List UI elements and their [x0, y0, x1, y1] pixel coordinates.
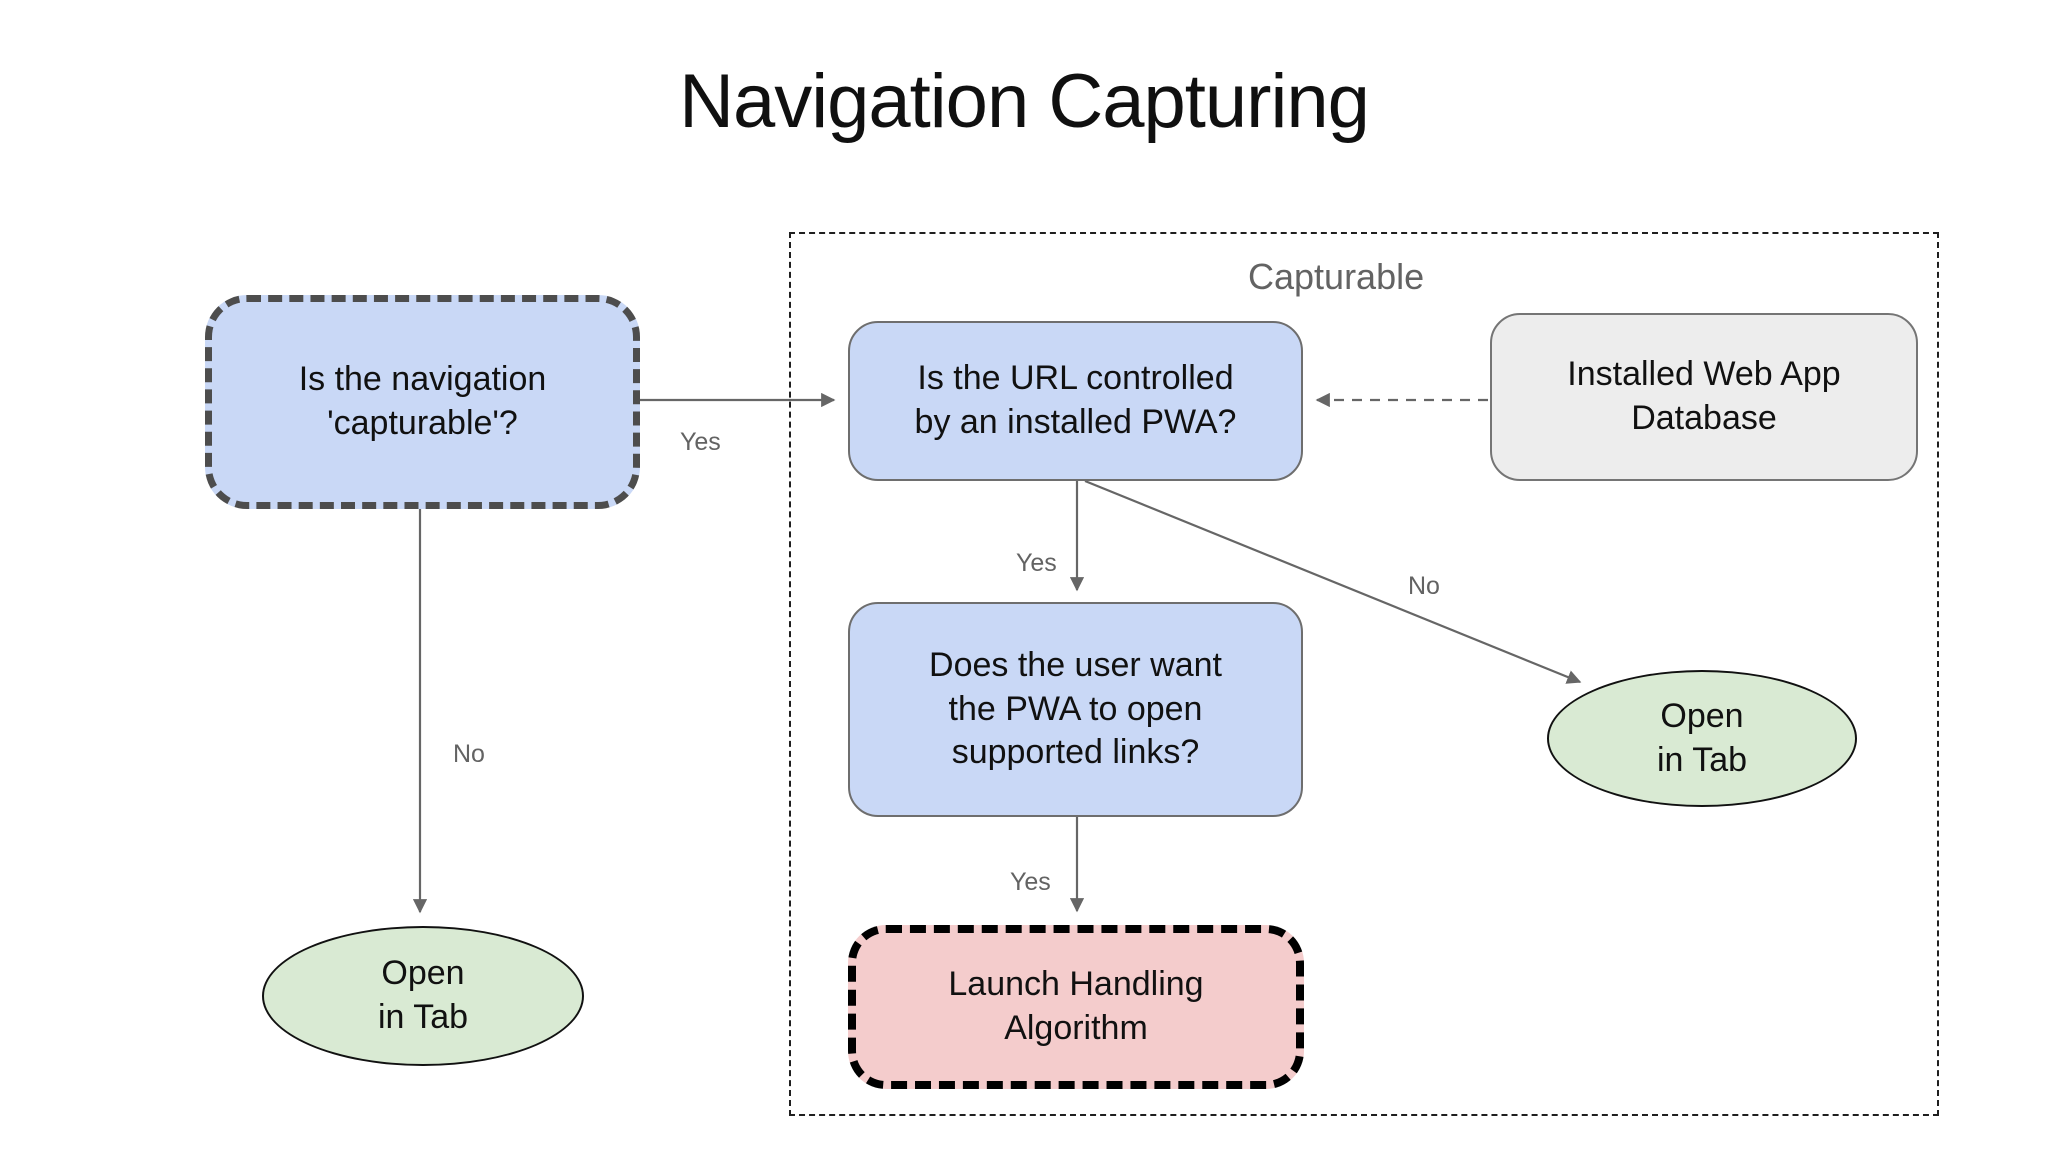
label-controlled-yes: Yes — [1016, 549, 1057, 577]
capturable-group-frame — [789, 232, 1939, 1116]
edge-controlled-no — [1084, 479, 1582, 684]
diagram-title: Navigation Capturing — [679, 59, 1370, 144]
node-open-in-tab-right: Open in Tab — [1547, 670, 1857, 807]
node-installed-web-app-database: Installed Web App Database — [1490, 313, 1918, 481]
node-launch-handling-algorithm: Launch Handling Algorithm — [848, 925, 1304, 1089]
capturable-group-label: Capturable — [1248, 256, 1425, 297]
node-user-wants-links: Does the user want the PWA to open suppo… — [848, 602, 1303, 817]
node-open-in-tab-left: Open in Tab — [262, 926, 584, 1066]
label-user-wants-yes: Yes — [1010, 868, 1051, 896]
label-capturable-yes: Yes — [680, 428, 721, 456]
node-is-capturable: Is the navigation 'capturable'? — [205, 295, 640, 509]
label-capturable-no: No — [453, 740, 485, 768]
label-controlled-no: No — [1408, 572, 1440, 600]
node-url-controlled: Is the URL controlled by an installed PW… — [848, 321, 1303, 481]
